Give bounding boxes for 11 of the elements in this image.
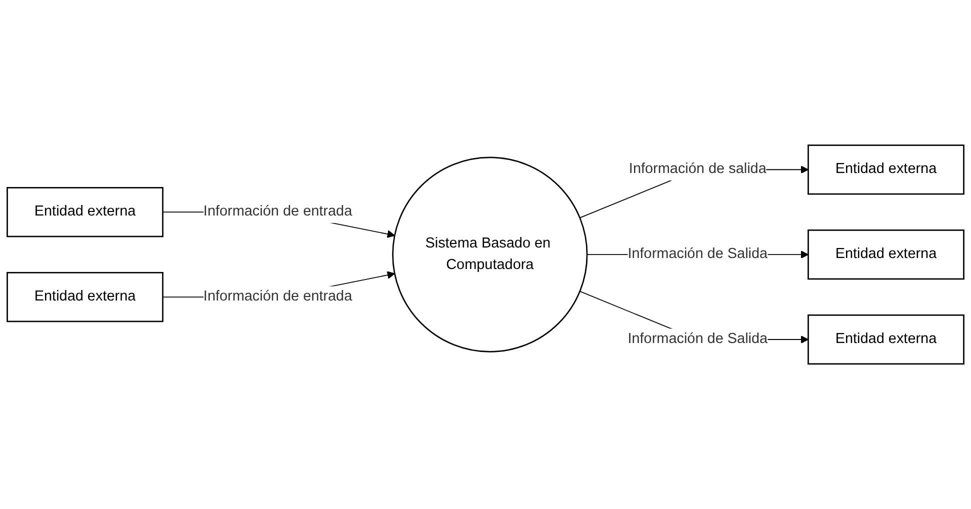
node-box: Entidad externa <box>6 186 164 238</box>
edge-label: Información de Salida <box>628 331 768 347</box>
node-box: Entidad externa <box>808 314 964 365</box>
node-box: Entidad externa <box>808 144 964 195</box>
edge-label: Información de Salida <box>628 246 768 262</box>
node-box: Entidad externa <box>808 229 964 280</box>
node-box: Entidad externa <box>6 272 164 322</box>
edge-label: Información de entrada <box>203 204 352 220</box>
edge-label: Información de salida <box>628 161 766 177</box>
node-circle: Sistema Basado en Computadora <box>392 156 588 352</box>
edge-label: Información de entrada <box>203 288 352 304</box>
